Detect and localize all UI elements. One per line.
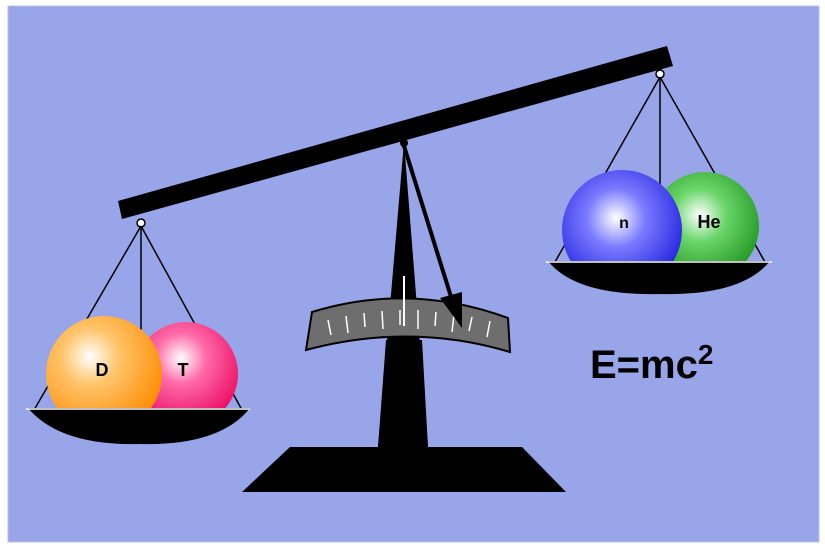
helium-label: He — [697, 212, 720, 232]
dial-ticks — [327, 310, 491, 338]
balance-beam — [118, 46, 673, 219]
formula-exponent: 2 — [698, 339, 714, 370]
mass-energy-formula: E=mc2 — [590, 339, 713, 387]
right-hook — [655, 69, 665, 79]
scale-base — [242, 447, 566, 492]
tritium-label: T — [178, 360, 189, 380]
deuterium-sphere-icon — [46, 316, 162, 432]
formula-base: E=mc — [590, 343, 698, 387]
tritium-sphere-icon — [134, 322, 238, 426]
neutron-sphere-icon — [562, 170, 682, 290]
right-pan-dish — [548, 261, 770, 295]
scale-pillar-flare — [378, 340, 428, 447]
left-pan-spheres: T D — [46, 316, 238, 432]
left-hook — [136, 218, 146, 228]
beam-pivot — [400, 139, 408, 147]
left-pan-dish — [28, 408, 250, 445]
pointer-needle — [402, 145, 454, 301]
neutron-label: n — [619, 215, 629, 232]
pointer-arrowhead — [440, 292, 462, 328]
deuterium-label: D — [96, 360, 109, 380]
right-pan-spheres: n He — [562, 170, 759, 290]
helium-sphere-icon — [651, 172, 759, 280]
